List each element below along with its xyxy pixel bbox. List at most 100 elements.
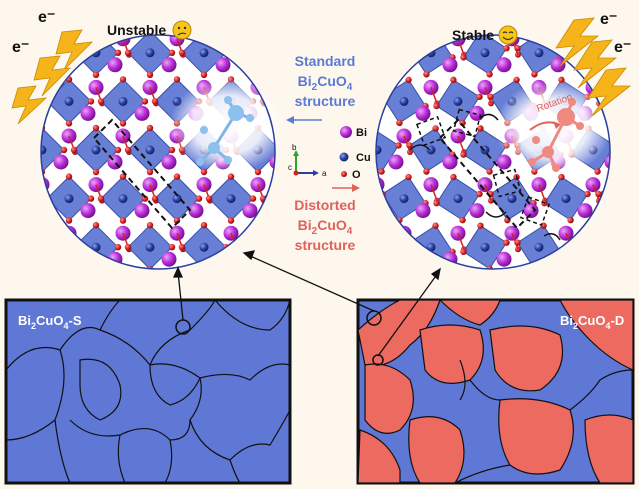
oxygen-atom <box>487 93 494 101</box>
oxygen-atom <box>34 1 40 7</box>
copper-atom <box>454 0 463 9</box>
bismuth-atom <box>396 35 412 47</box>
bond <box>68 232 76 250</box>
oxygen-atom <box>173 76 181 83</box>
oxygen-atom <box>476 93 483 101</box>
bond <box>230 38 238 56</box>
oxygen-atom <box>623 246 629 252</box>
bismuth-atom <box>532 274 547 289</box>
oxygen-atom <box>124 146 132 154</box>
oxygen-atom <box>460 248 467 255</box>
rotation-double-arrows <box>409 113 561 241</box>
right-pointing-arrow <box>332 184 360 192</box>
bond <box>593 0 599 6</box>
oxygen-atom <box>406 239 413 246</box>
oxygen-atom <box>378 71 385 78</box>
oxygen-atom <box>503 239 510 246</box>
bismuth-atom <box>297 9 312 24</box>
oxygen-atom <box>476 287 484 295</box>
cuo4-polyhedron <box>0 128 10 172</box>
oxygen-atom <box>477 222 484 229</box>
copper-atom <box>534 242 544 252</box>
lightning-bolts-right <box>555 17 632 117</box>
copper-atom <box>199 242 209 252</box>
oxygen-atom <box>368 0 376 3</box>
oxygen-atom <box>282 173 288 179</box>
oxygen-atom <box>541 5 549 13</box>
oxygen-atom <box>405 76 412 84</box>
oxygen-atom <box>92 222 100 229</box>
oxygen-atom <box>395 45 402 52</box>
bismuth-atom <box>469 203 485 219</box>
oxygen-atom <box>569 246 575 253</box>
stable-label: Stable <box>452 27 494 43</box>
oxygen-atom <box>254 222 262 229</box>
bismuth-atom <box>0 252 15 267</box>
bismuth-atom <box>343 31 358 46</box>
electron-label: e⁻ <box>38 9 55 26</box>
oxygen-atom <box>146 168 154 176</box>
bismuth-atom <box>632 106 639 121</box>
oxygen-atom <box>621 76 629 84</box>
cuo4-polyhedron <box>0 0 37 26</box>
oxygen-atom <box>406 142 413 149</box>
oxygen-atom <box>282 76 288 82</box>
oxygen-atom <box>287 50 293 56</box>
oxygen-atom <box>196 293 202 299</box>
oxygen-atom <box>66 23 72 29</box>
bismuth-atom <box>89 274 104 289</box>
oxygen-atom <box>396 119 403 127</box>
oxygen-atom <box>378 265 385 269</box>
electron-label: e⁻ <box>614 39 631 56</box>
copper-atom <box>281 97 290 106</box>
bismuth-atom <box>496 57 512 73</box>
oxygen-atom <box>395 239 402 246</box>
bond <box>457 232 465 250</box>
bismuth-atom <box>242 203 258 219</box>
bond <box>431 282 437 298</box>
bismuth-atom <box>523 203 539 219</box>
oxygen-atom <box>146 266 154 269</box>
bond <box>204 282 210 298</box>
oxygen-atom <box>99 3 105 9</box>
oxygen-atom <box>298 44 306 52</box>
oxygen-atom <box>114 49 122 56</box>
oxygen-atom <box>595 0 603 3</box>
oxygen-atom <box>450 76 457 84</box>
oxygen-atom <box>152 1 158 7</box>
oxygen-atom <box>369 222 377 230</box>
copper-atom <box>118 194 128 204</box>
copper-atom <box>616 0 625 9</box>
bismuth-atom <box>550 57 566 73</box>
oxygen-atom <box>623 149 629 155</box>
bismuth-atom <box>388 154 404 170</box>
panel-d-label: Bi2CuO4-D <box>560 313 624 331</box>
oxygen-atom <box>336 120 342 126</box>
oxygen-atom <box>288 246 294 252</box>
cuo4-polyhedron <box>621 124 639 176</box>
copper-atom <box>480 48 490 58</box>
oxygen-atom <box>260 293 266 299</box>
oxygen-atom <box>358 1 364 7</box>
oxygen-atom <box>487 287 495 295</box>
lightning-bolts-left <box>11 29 94 125</box>
oxygen-atom <box>531 71 538 78</box>
bismuth-atom <box>53 154 69 170</box>
copper-atom <box>41 145 47 155</box>
oxygen-atom <box>304 1 310 7</box>
bismuth-atom <box>359 80 374 95</box>
oxygen-atom <box>201 28 207 34</box>
bismuth-atom <box>161 154 177 170</box>
oxygen-atom <box>542 3 548 9</box>
copper-atom <box>534 48 544 58</box>
oxygen-atom <box>114 244 122 251</box>
oxygen-atom <box>336 271 342 277</box>
cuo4-polyhedron <box>263 0 307 26</box>
oxygen-atom <box>7 244 13 250</box>
bond <box>204 0 210 6</box>
oxygen-atom <box>18 149 24 155</box>
bismuth-atom <box>8 129 23 144</box>
bismuth-atom <box>604 251 610 267</box>
panel-s-label: Bi2CuO4-S <box>18 313 82 331</box>
bismuth-atom <box>297 300 312 315</box>
